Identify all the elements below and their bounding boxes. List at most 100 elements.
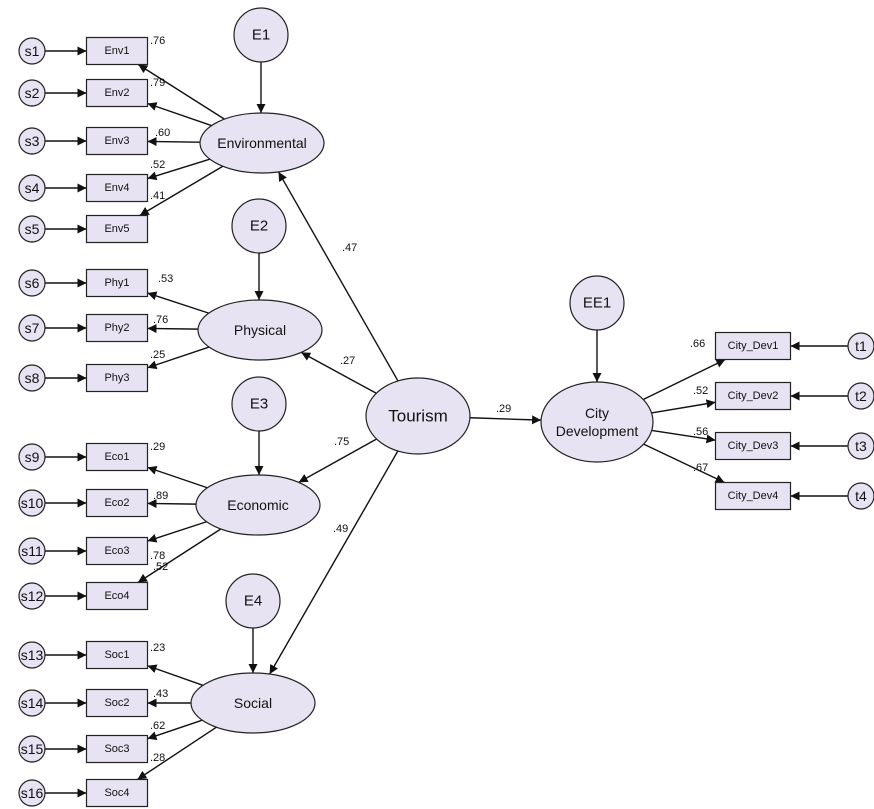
error-s1: [18, 37, 46, 65]
loading-soc4: .28: [150, 752, 165, 764]
disturbance-e3: [231, 376, 287, 432]
loading-eco2: .89: [153, 490, 168, 502]
loading-arrow-eco1: [147, 466, 208, 489]
loading-arrow-eco2: [147, 499, 197, 509]
indicator-env4: [85, 173, 149, 203]
indicator-soc3: [85, 734, 149, 764]
indicator-env3: [85, 126, 149, 156]
loading-env1: .76: [150, 35, 165, 47]
indicator-label-soc1: Soc1: [104, 649, 129, 661]
indicator-phy2: [85, 313, 149, 343]
loading-arrow-env4: [147, 158, 211, 181]
disturbance-label-e1: E1: [252, 27, 270, 44]
latent-label-environmental: Environmental: [217, 135, 307, 151]
disturbance-label-e3: E3: [250, 396, 268, 413]
indicator-label-eco3: Eco3: [104, 545, 129, 557]
indicator-city-dev4: [714, 481, 792, 511]
indicator-city-dev3: [714, 431, 792, 461]
indicator-phy1: [85, 268, 149, 298]
loading-eco3: .78: [150, 550, 165, 562]
error-label-s7: s7: [25, 320, 40, 336]
error-label-s4: s4: [25, 180, 40, 196]
indicator-label-city-dev3: City_Dev3: [728, 440, 779, 452]
path-coef-tourism-environmental: .47: [342, 242, 357, 254]
loading-eco1: .29: [150, 441, 165, 453]
latent-city-development: [540, 381, 654, 463]
loading-arrow-soc4: [137, 726, 217, 781]
loading-soc3: .62: [150, 720, 165, 732]
disturbance-label-e2: E2: [250, 218, 268, 235]
nodes-layer: EnvironmentalPhysicalEconomicSocialTouri…: [18, 7, 874, 808]
error-label-t2: t2: [855, 388, 867, 404]
path-coef-tourism-economic: .75: [334, 436, 349, 448]
loading-arrow-city-dev4: [643, 443, 725, 484]
error-label-s10: s10: [21, 495, 44, 511]
indicator-label-env1: Env1: [104, 45, 129, 57]
indicator-soc1: [85, 640, 149, 670]
loading-phy1: .53: [158, 273, 173, 285]
error-s12: [18, 582, 46, 610]
error-label-t4: t4: [855, 488, 867, 504]
loading-arrow-soc3: [147, 719, 203, 741]
indicator-label-env5: Env5: [104, 223, 129, 235]
loading-arrow-phy3: [147, 346, 210, 370]
error-s4: [18, 174, 46, 202]
loading-arrow-phy1: [147, 291, 209, 314]
indicator-label-env3: Env3: [104, 135, 129, 147]
loading-phy2: .76: [153, 314, 168, 326]
error-s3: [18, 127, 46, 155]
loading-arrow-env1: [137, 63, 225, 120]
error-label-s2: s2: [25, 85, 40, 101]
loading-phy3: .25: [150, 349, 165, 361]
indicator-label-city-dev2: City_Dev2: [728, 390, 779, 402]
error-s9: [18, 443, 46, 471]
indicator-label-eco1: Eco1: [104, 451, 129, 463]
error-s15: [18, 735, 46, 763]
indicator-city-dev1: [714, 331, 792, 361]
loading-city-dev4: .67: [693, 462, 708, 474]
indicator-soc4: [85, 778, 149, 808]
loading-arrow-city-dev2: [651, 399, 716, 414]
error-t3: [847, 432, 874, 460]
loading-arrow-soc1: [147, 664, 204, 686]
edges-layer: [45, 46, 848, 798]
indicator-env1: [85, 36, 149, 66]
latent-social: [190, 672, 316, 734]
latent-environmental: [199, 112, 325, 174]
loading-arrow-phy2: [147, 324, 199, 334]
error-t2: [847, 382, 874, 410]
loading-city-dev3: .56: [693, 426, 708, 438]
disturbance-e2: [231, 198, 287, 254]
indicator-label-phy3: Phy3: [104, 372, 129, 384]
indicator-label-eco4: Eco4: [104, 590, 129, 602]
error-s6: [18, 269, 46, 297]
loading-arrow-env2: [147, 102, 212, 127]
latent-tourism: [365, 377, 471, 455]
latent-physical: [197, 299, 323, 361]
latent-label-tourism: Tourism: [388, 407, 448, 426]
disturbance-ee1: [569, 275, 625, 331]
error-s7: [18, 314, 46, 342]
disturbance-label-ee1: EE1: [583, 295, 611, 312]
error-label-s3: s3: [25, 133, 40, 149]
error-s2: [18, 79, 46, 107]
path-arrow-tourism-city-development: [469, 415, 542, 425]
indicator-label-soc2: Soc2: [104, 697, 129, 709]
error-label-s15: s15: [21, 741, 44, 757]
indicator-env5: [85, 214, 149, 244]
error-s8: [18, 364, 46, 392]
indicator-eco1: [85, 442, 149, 472]
error-label-t3: t3: [855, 438, 867, 454]
loading-arrow-env5: [139, 165, 224, 217]
disturbance-e4: [225, 573, 281, 629]
error-label-s16: s16: [21, 785, 44, 801]
error-s5: [18, 215, 46, 243]
error-label-s11: s11: [21, 543, 43, 559]
indicator-label-city-dev1: City_Dev1: [728, 340, 779, 352]
error-label-s14: s14: [21, 695, 44, 711]
disturbance-e1: [233, 7, 289, 63]
loading-env2: .79: [150, 77, 165, 89]
loading-env5: .41: [150, 190, 165, 202]
error-label-s9: s9: [25, 449, 40, 465]
